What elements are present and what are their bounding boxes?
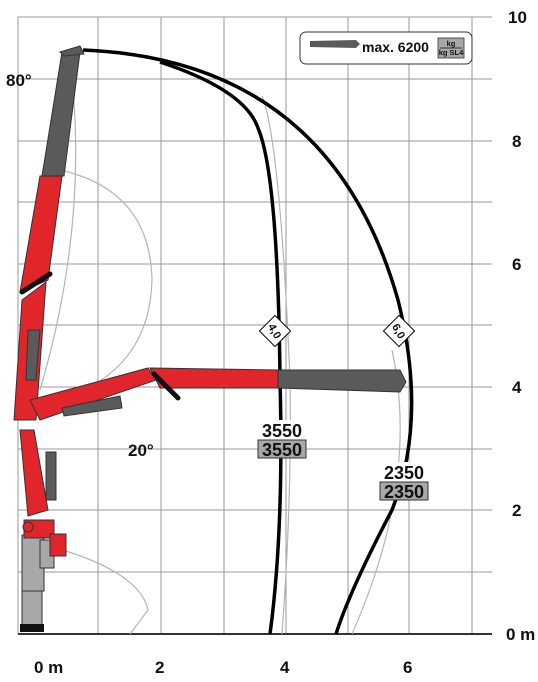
svg-text:kg: kg [447, 39, 456, 48]
svg-text:4: 4 [512, 378, 522, 397]
svg-text:2350: 2350 [384, 463, 424, 483]
curve-label-6: 6,0 [382, 314, 416, 348]
crane-base [20, 519, 67, 632]
svg-text:2: 2 [512, 501, 521, 520]
svg-text:0 m: 0 m [506, 625, 535, 644]
capacity-block-2: 2350 2350 [379, 462, 429, 502]
x-axis-labels: 0 m 2 4 6 [34, 658, 412, 677]
svg-text:0 m: 0 m [34, 658, 63, 677]
legend-box: max. 6200 kg kg SL4 [299, 31, 473, 65]
svg-text:kg SL4: kg SL4 [439, 48, 464, 57]
boom-symbol-icon [310, 40, 360, 48]
svg-text:max. 6200: max. 6200 [362, 39, 429, 55]
svg-text:2: 2 [155, 658, 164, 677]
angle-label-lower: 20° [128, 441, 154, 460]
svg-text:2350: 2350 [384, 482, 424, 502]
curve-label-4: 4,0 [258, 314, 292, 348]
envelope-lines [39, 59, 401, 635]
svg-text:6: 6 [403, 658, 412, 677]
grid [17, 16, 492, 635]
svg-text:6: 6 [512, 255, 521, 274]
outer-reach-curve [82, 48, 414, 635]
svg-text:3550: 3550 [262, 421, 302, 441]
svg-text:3550: 3550 [262, 440, 302, 460]
capacity-block-1: 3550 3550 [257, 420, 307, 460]
svg-text:10: 10 [508, 8, 527, 27]
y-axis-labels: 0 m 2 4 6 8 10 [506, 8, 535, 644]
svg-text:8: 8 [512, 132, 521, 151]
boom-lower [19, 367, 407, 517]
reach-curve-4 [159, 60, 283, 635]
svg-text:4: 4 [280, 658, 290, 677]
angle-label-upper: 80° [6, 71, 32, 90]
reach-curves [82, 48, 414, 635]
boom-upper [13, 45, 85, 421]
